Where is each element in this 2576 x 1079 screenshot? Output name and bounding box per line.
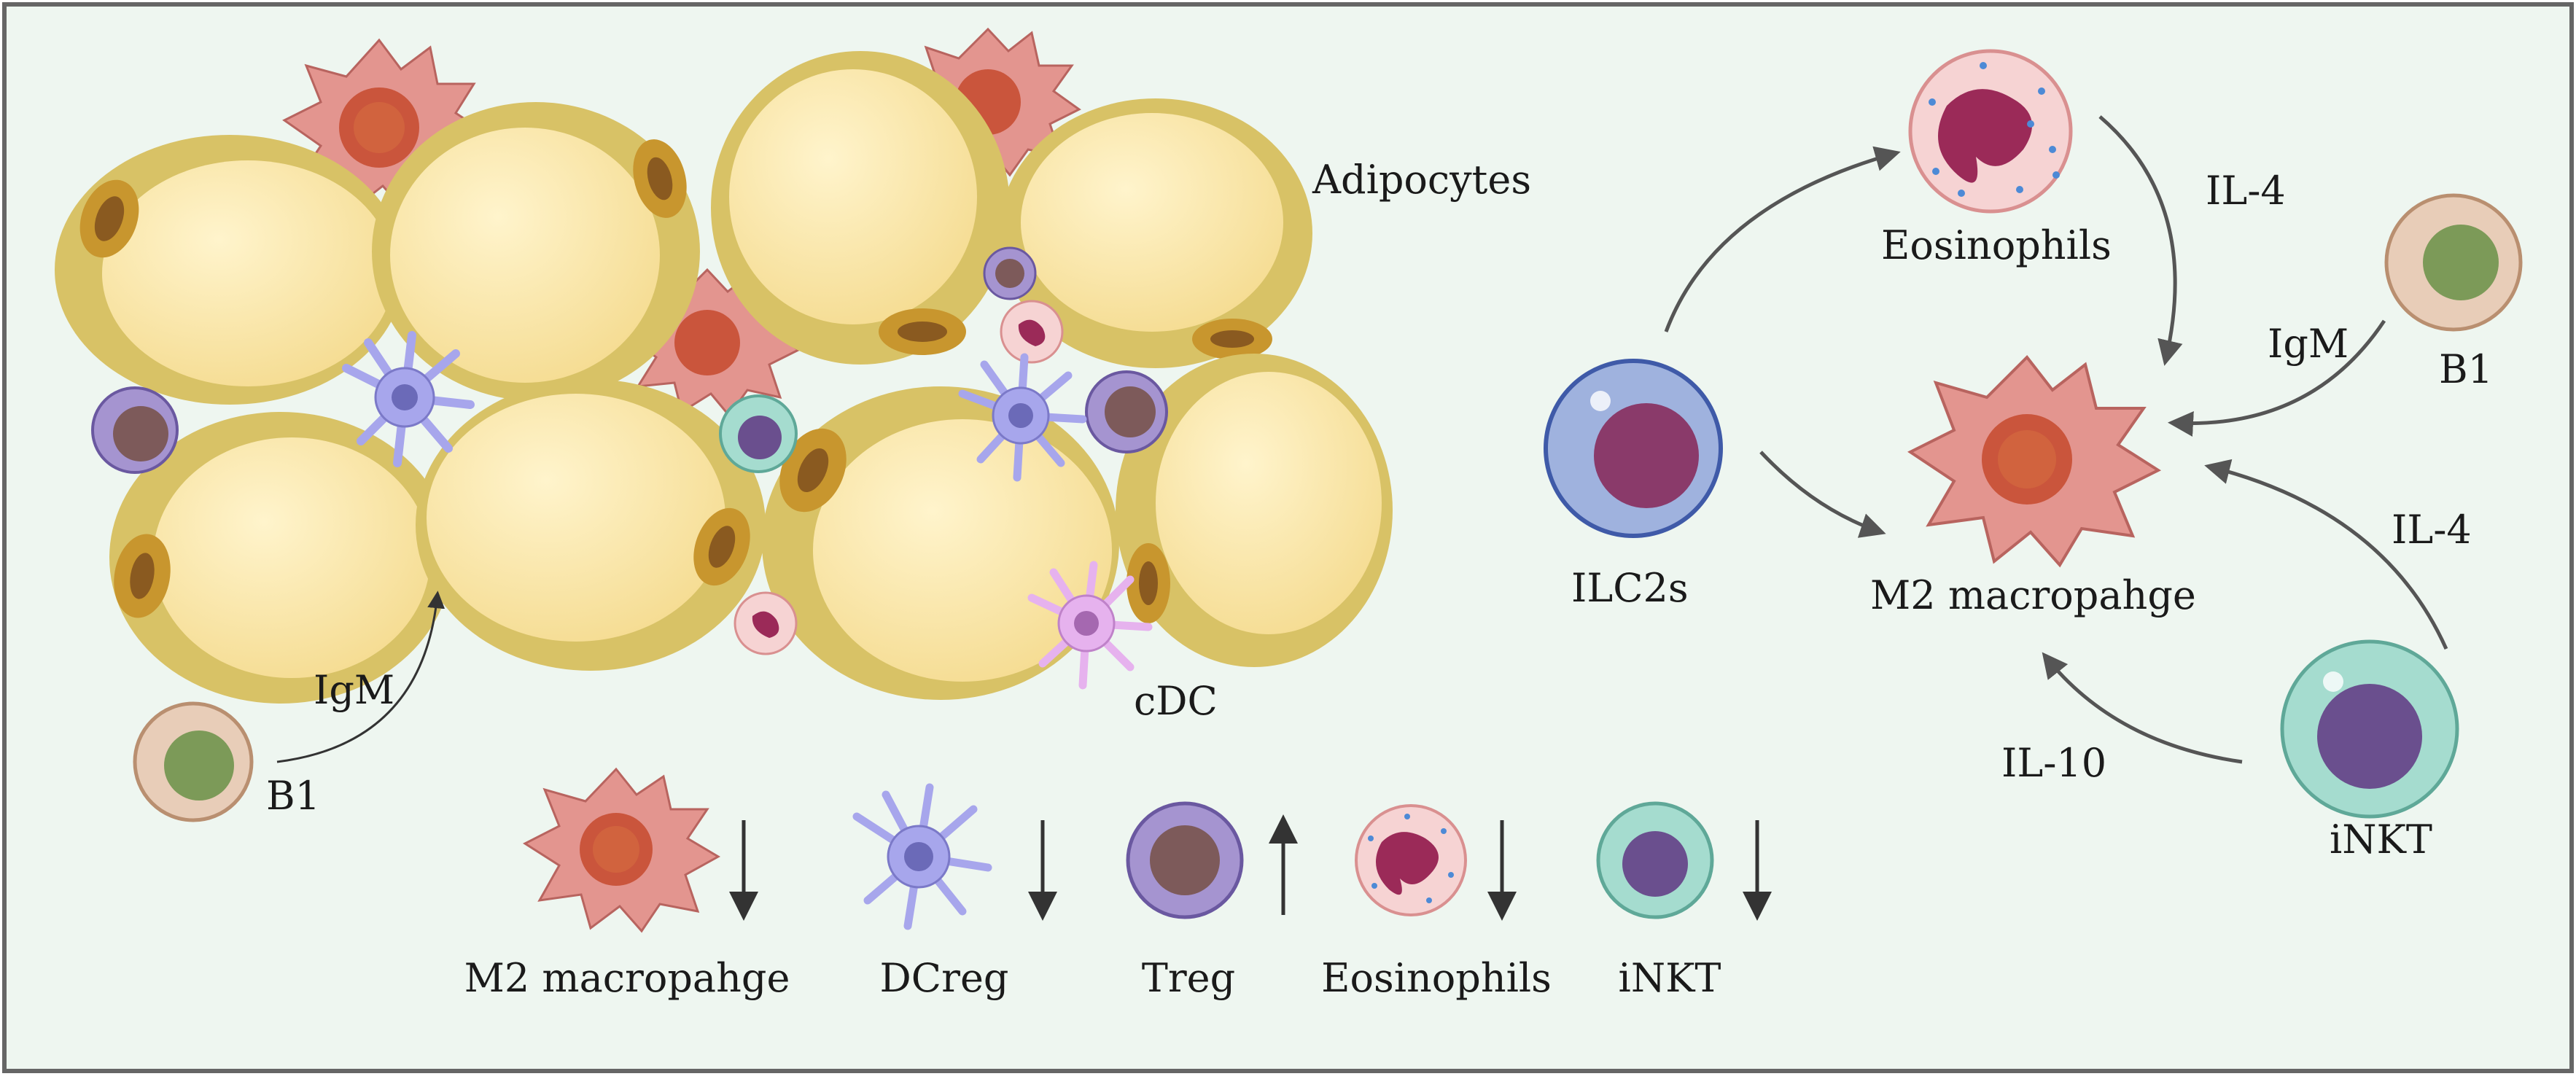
legend-label-treg: Treg xyxy=(1142,955,1235,1001)
label-b1-right: B1 xyxy=(2439,346,2493,392)
legend-m2-macrophage-icon xyxy=(522,767,721,933)
label-cdc: cDC xyxy=(1134,678,1218,724)
label-il4-top: IL-4 xyxy=(2206,168,2286,214)
eosinophil-cell-small-bottom xyxy=(734,591,798,655)
treg-cell-right xyxy=(1085,370,1168,453)
treg-cell-small-top xyxy=(983,246,1037,300)
adipocyte-1 xyxy=(55,135,405,405)
arrow-inkt-to-m2-il10 xyxy=(2042,652,2243,764)
legend: M2 macropahge DCreg Treg Eosinophils iNK… xyxy=(464,767,1772,1001)
adipocyte-5 xyxy=(109,412,452,704)
cdc-cell xyxy=(1027,561,1153,690)
adipocyte-8 xyxy=(1116,354,1393,667)
adipose-tissue: Adipocytes cDC B1 IgM xyxy=(55,27,1531,822)
adipocyte-2 xyxy=(372,102,700,401)
eosinophil-cell-small-top xyxy=(1000,300,1064,364)
label-il4-right: IL-4 xyxy=(2392,507,2472,553)
ilc2-cell xyxy=(1544,359,1723,538)
label-ilc2s: ILC2s xyxy=(1571,565,1689,611)
arrow-ilc2-to-eosinophil xyxy=(1664,146,1901,332)
b1-cell-right xyxy=(2384,193,2523,332)
eosinophil-cell-large xyxy=(1908,49,2073,214)
label-adipocytes: Adipocytes xyxy=(1312,157,1531,203)
legend-eosinophil-icon xyxy=(1355,804,1467,916)
legend-label-dcreg: DCreg xyxy=(880,955,1009,1001)
label-igm-left: IgM xyxy=(314,667,394,713)
arrow-eosinophil-to-m2 xyxy=(2098,115,2183,366)
legend-treg-icon xyxy=(1126,801,1244,919)
inkt-cell-large xyxy=(2280,639,2459,819)
label-igm-right: IgM xyxy=(2268,321,2349,367)
dendritic-cell-left xyxy=(342,331,475,467)
arrow-b1-to-m2 xyxy=(2168,319,2386,437)
adipocyte-4 xyxy=(999,98,1312,368)
label-m2-center: M2 macropahge xyxy=(1870,572,2196,618)
legend-dcreg-icon xyxy=(852,783,992,930)
dendritic-cell-right xyxy=(958,353,1087,482)
treg-cell-left xyxy=(91,386,179,474)
adipocyte-7 xyxy=(762,386,1119,700)
legend-label-inkt: iNKT xyxy=(1619,955,1721,1001)
igm-arrow-left xyxy=(276,591,445,763)
legend-label-m2: M2 macropahge xyxy=(464,955,790,1001)
adipocyte-6 xyxy=(416,379,766,671)
inkt-cell-small xyxy=(719,394,798,473)
legend-label-eosinophils: Eosinophils xyxy=(1321,955,1552,1001)
arrow-inkt-to-m2-il4 xyxy=(2204,459,2448,650)
arrow-ilc2-to-m2 xyxy=(1759,451,1886,538)
m2-macrophage-center xyxy=(1907,354,2162,568)
legend-inkt-icon xyxy=(1596,801,1714,919)
b1-cell-left xyxy=(133,701,254,822)
pathway-diagram: Eosinophils ILC2s M2 macropahge B1 iNKT xyxy=(1544,49,2523,862)
adipocyte-3 xyxy=(711,51,1010,365)
label-inkt-right: iNKT xyxy=(2330,817,2432,862)
label-il10: IL-10 xyxy=(2001,740,2106,786)
label-eosinophils-top: Eosinophils xyxy=(1881,222,2112,268)
label-b1-left: B1 xyxy=(266,773,320,819)
